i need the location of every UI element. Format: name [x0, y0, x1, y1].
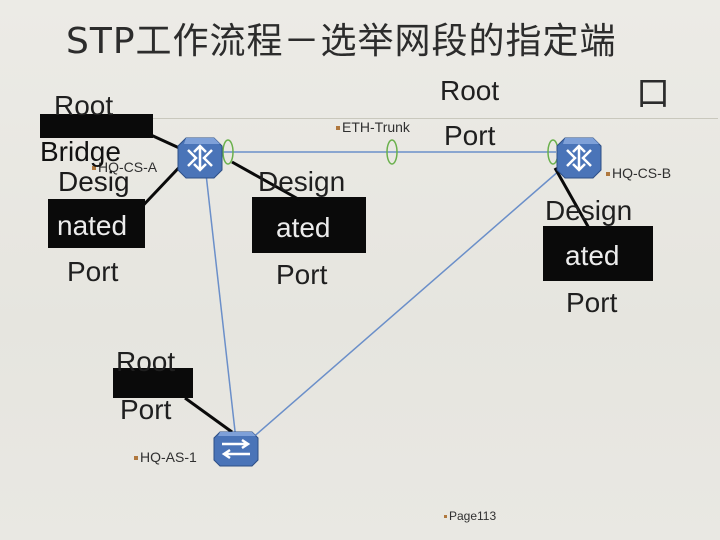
- callout-design-mid: [231, 160, 301, 202]
- desig-a-box: [48, 199, 145, 248]
- label-design-mid-3: Port: [276, 259, 328, 290]
- root-port-as-box: [113, 368, 193, 398]
- router-icon: [555, 136, 603, 185]
- port-csa-right: [222, 139, 234, 165]
- device-label-cs-a: HQ-CS-A: [92, 160, 157, 174]
- root-bridge-box: [40, 114, 153, 138]
- label-design-b-1: Design: [545, 195, 633, 226]
- label-design-mid-1: Design: [258, 166, 346, 197]
- link-csa-as1: [204, 164, 237, 441]
- link-csb-as1: [249, 169, 561, 441]
- slide-title: STP工作流程－选举网段的指定端: [66, 21, 617, 62]
- callout-root-port-as: [184, 396, 233, 434]
- label-desig-a-1: Desig: [58, 166, 130, 197]
- design-mid-box: [252, 197, 366, 253]
- port-trunk-mid: [386, 139, 398, 165]
- link-label-trunk: ETH-Trunk: [336, 120, 410, 134]
- label-design-b-2: ated: [565, 240, 620, 271]
- label-root-port-as-1: Root: [116, 346, 176, 377]
- switch-icon: [212, 430, 260, 473]
- label-root-port-top-2: Port: [444, 120, 496, 151]
- design-b-box: [543, 226, 653, 281]
- slide-title-tail: 口: [636, 74, 670, 114]
- label-root-bridge-2: Bridge: [40, 136, 121, 167]
- router-icon: [176, 136, 224, 185]
- label-root-bridge-1: Root: [54, 90, 114, 121]
- label-desig-a-3: Port: [67, 256, 119, 287]
- label-desig-a-2: nated: [57, 210, 128, 241]
- callout-design-b: [553, 167, 592, 231]
- title-divider: [62, 118, 718, 119]
- label-design-mid-2: ated: [276, 212, 331, 243]
- page-number: Page113: [444, 509, 496, 523]
- device-label-as-1: HQ-AS-1: [134, 450, 197, 464]
- label-design-b-3: Port: [566, 287, 618, 318]
- label-root-port-as-2: Port: [120, 394, 172, 425]
- label-root-port-top-1: Root: [440, 75, 500, 106]
- device-label-cs-b: HQ-CS-B: [606, 166, 671, 180]
